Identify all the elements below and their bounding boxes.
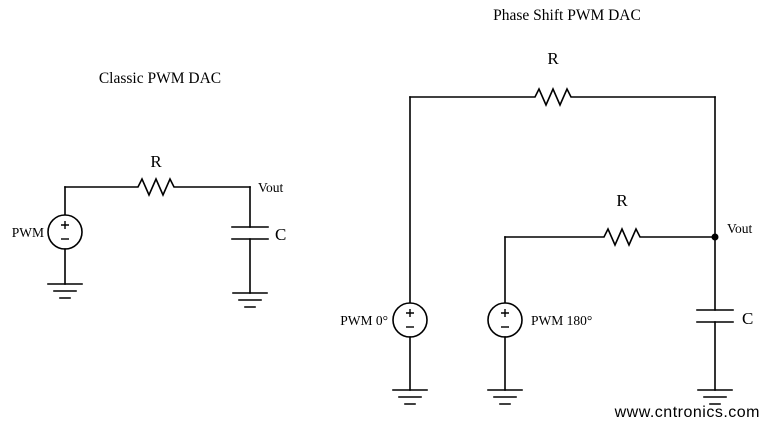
phase-shift-source0-plus-icon: [406, 309, 414, 317]
phase-shift-source0-ground-icon: [392, 389, 428, 405]
phase-shift-pwm-dac-circuit: Phase Shift PWM DAC R PWM 0° R PWM 180° …: [340, 7, 753, 405]
classic-cap-ground-icon: [232, 292, 268, 308]
phase-shift-vout-label: Vout: [727, 221, 753, 236]
phase-shift-capacitor-label: C: [742, 309, 753, 328]
classic-circuit-title: Classic PWM DAC: [99, 70, 221, 87]
phase-shift-capacitor: [696, 309, 734, 323]
phase-shift-resistor-top-label: R: [547, 49, 559, 68]
classic-source-plus-icon: [61, 221, 69, 229]
classic-pwm-dac-circuit: Classic PWM DAC R Vout PWM C: [12, 70, 286, 308]
phase-shift-resistor-top: [409, 87, 716, 107]
phase-shift-circuit-title: Phase Shift PWM DAC: [493, 7, 641, 24]
classic-capacitor-label: C: [275, 225, 286, 244]
phase-shift-vout-node: [711, 233, 719, 241]
phase-shift-source180-label: PWM 180°: [531, 313, 592, 328]
classic-source-label: PWM: [12, 225, 44, 240]
phase-shift-source0-label: PWM 0°: [340, 313, 388, 328]
classic-resistor: [64, 177, 251, 197]
phase-shift-source0: [392, 302, 428, 338]
phase-shift-resistor-bottom-label: R: [616, 191, 628, 210]
phase-shift-source180-ground-icon: [487, 389, 523, 405]
classic-source-ground-icon: [47, 283, 83, 299]
phase-shift-source180: [487, 302, 523, 338]
classic-voltage-source: [47, 214, 83, 250]
classic-vout-label: Vout: [258, 180, 284, 195]
phase-shift-resistor-bottom: [504, 227, 716, 247]
phase-shift-cap-ground-icon: [697, 389, 733, 405]
classic-resistor-label: R: [150, 152, 162, 171]
watermark-text: www.cntronics.com: [614, 404, 760, 421]
classic-capacitor: [231, 226, 269, 240]
phase-shift-source180-plus-icon: [501, 309, 509, 317]
